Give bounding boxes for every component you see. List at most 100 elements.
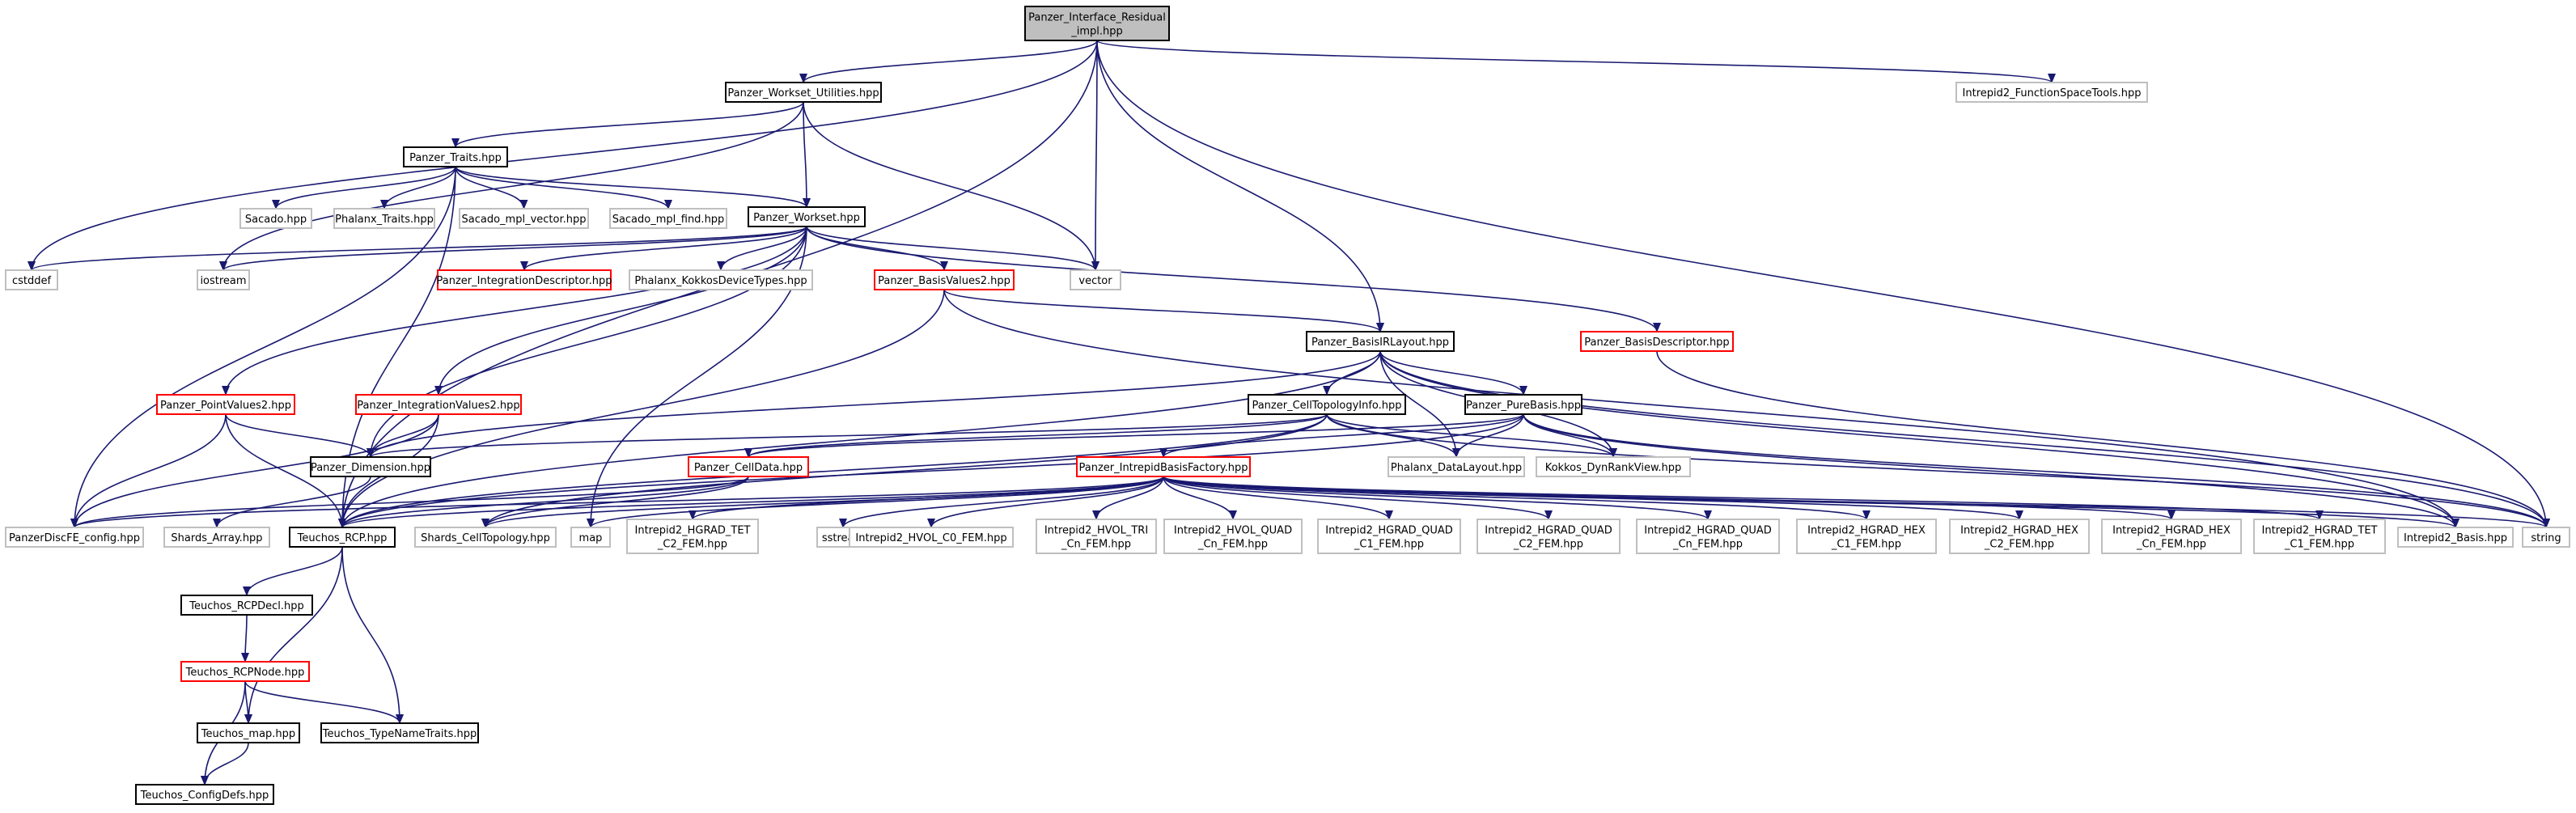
node-map: map bbox=[570, 527, 611, 548]
node-box bbox=[239, 208, 312, 229]
node-label: Panzer_Interface_Residual bbox=[1028, 12, 1166, 24]
edge-cell_topology_info-to-teuchos_rcp bbox=[338, 413, 1328, 528]
edge-basis_factory-to-hgrad_tet_c2 bbox=[688, 476, 1164, 520]
node-box bbox=[289, 527, 396, 548]
node-label: Intrepid2_Basis.hpp bbox=[2404, 532, 2507, 544]
node-label: Phalanx_Traits.hpp bbox=[335, 214, 434, 226]
edge-rcp_decl-to-rcp_node bbox=[241, 614, 250, 663]
node-rcp-decl[interactable]: Teuchos_RCPDecl.hpp bbox=[180, 595, 313, 616]
node-label: Teuchos_RCPNode.hpp bbox=[185, 667, 305, 679]
node-iostream: iostream bbox=[197, 269, 250, 290]
node-basis-values2[interactable]: Panzer_BasisValues2.hpp bbox=[874, 269, 1015, 290]
edge-basis_ir_layout-to-dimension bbox=[366, 350, 1381, 458]
node-sacado: Sacado.hpp bbox=[239, 208, 312, 229]
node-workset-utils[interactable]: Panzer_Workset_Utilities.hpp bbox=[725, 82, 882, 103]
node-box bbox=[333, 208, 435, 229]
node-integration-descriptor[interactable]: Panzer_IntegrationDescriptor.hpp bbox=[437, 269, 612, 290]
node-label: Panzer_IntegrationValues2.hpp bbox=[357, 400, 519, 412]
edge-pure_basis-to-dyn_rank_view bbox=[1523, 413, 1617, 458]
edge-basis_values2-to-teuchos_rcp bbox=[338, 289, 945, 528]
edge-point_values2-to-discfe_config bbox=[70, 413, 227, 528]
node-label: vector bbox=[1078, 275, 1112, 287]
edge-basis_ir_layout-to-data_layout bbox=[1379, 350, 1460, 458]
node-label: Sacado_mpl_vector.hpp bbox=[462, 214, 587, 226]
node-label: Intrepid2_HGRAD_TET bbox=[2262, 525, 2378, 537]
node-box bbox=[414, 527, 557, 548]
node-box bbox=[5, 269, 58, 290]
node-box bbox=[748, 206, 866, 227]
node-hgrad-quad-c1: Intrepid2_HGRAD_QUAD_C1_FEM.hpp bbox=[1317, 519, 1461, 554]
edge-basis_ir_layout-to-pure_basis bbox=[1379, 350, 1527, 396]
node-label: Kokkos_DynRankView.hpp bbox=[1545, 462, 1682, 474]
node-workset[interactable]: Panzer_Workset.hpp bbox=[748, 206, 866, 227]
node-point-values2[interactable]: Panzer_PointValues2.hpp bbox=[156, 394, 295, 415]
node-label: Intrepid2_HGRAD_HEX bbox=[1960, 525, 2078, 537]
node-teuchos-map[interactable]: Teuchos_map.hpp bbox=[197, 722, 300, 743]
node-label: Panzer_CellData.hpp bbox=[694, 462, 803, 474]
edge-workset_utils-to-workset bbox=[802, 101, 811, 208]
node-label: Intrepid2_HVOL_TRI bbox=[1044, 525, 1148, 537]
node-label: Panzer_IntegrationDescriptor.hpp bbox=[437, 275, 612, 287]
node-basis-descriptor[interactable]: Panzer_BasisDescriptor.hpp bbox=[1580, 331, 1734, 352]
edge-basis_factory-to-hgrad_quad_c1 bbox=[1163, 476, 1393, 520]
node-cell-topology-info[interactable]: Panzer_CellTopologyInfo.hpp bbox=[1248, 394, 1406, 415]
node-label: _impl.hpp bbox=[1070, 26, 1123, 38]
edge-basis_factory-to-hgrad_quad_cn bbox=[1163, 476, 1712, 520]
node-box bbox=[1248, 394, 1406, 415]
node-label: Teuchos_RCP.hpp bbox=[297, 532, 388, 544]
node-root[interactable]: Panzer_Interface_Residual _impl.hpp bbox=[1024, 6, 1170, 41]
node-cell-data[interactable]: Panzer_CellData.hpp bbox=[688, 456, 809, 477]
node-label: cstddef bbox=[12, 275, 52, 287]
node-label: string bbox=[2531, 532, 2561, 544]
node-basis-ir-layout[interactable]: Panzer_BasisIRLayout.hpp bbox=[1306, 331, 1455, 352]
node-sacado-mpl-vector: Sacado_mpl_vector.hpp bbox=[459, 208, 589, 229]
edge-root-to-function_space_tools bbox=[1096, 40, 2056, 83]
edge-cell_topology_info-to-cell_data bbox=[744, 413, 1328, 458]
edge-traits-to-sacado bbox=[272, 166, 456, 210]
node-label: Panzer_PureBasis.hpp bbox=[1466, 400, 1581, 412]
node-label: Intrepid2_HVOL_QUAD bbox=[1174, 525, 1292, 537]
node-label: Intrepid2_HGRAD_HEX bbox=[1807, 525, 1926, 537]
edge-pure_basis-to-cell_data bbox=[744, 413, 1524, 458]
node-kokkos-device-types: Phalanx_KokkosDeviceTypes.hpp bbox=[629, 269, 813, 290]
node-type-name-traits[interactable]: Teuchos_TypeNameTraits.hpp bbox=[320, 722, 479, 743]
edge-traits-to-sacado_mpl_find bbox=[455, 166, 672, 210]
node-box bbox=[2522, 527, 2570, 548]
node-pure-basis[interactable]: Panzer_PureBasis.hpp bbox=[1464, 394, 1582, 415]
edge-basis_factory-to-string bbox=[1163, 476, 2550, 528]
node-traits[interactable]: Panzer_Traits.hpp bbox=[403, 146, 508, 167]
node-label: map bbox=[579, 532, 603, 544]
node-phalanx-traits: Phalanx_Traits.hpp bbox=[333, 208, 435, 229]
node-box bbox=[197, 269, 250, 290]
node-label: _C2_FEM.hpp bbox=[1513, 539, 1583, 551]
edge-root-to-vector bbox=[1091, 40, 1100, 271]
node-hgrad-hex-c2: Intrepid2_HGRAD_HEX_C2_FEM.hpp bbox=[1949, 519, 2090, 554]
node-box bbox=[570, 527, 611, 548]
node-box bbox=[874, 269, 1015, 290]
edge-basis_values2-to-basis_ir_layout bbox=[943, 289, 1384, 332]
edge-pure_basis-to-intrepid2_basis bbox=[1523, 413, 2459, 528]
node-rcp-node[interactable]: Teuchos_RCPNode.hpp bbox=[180, 661, 310, 682]
node-teuchos-rcp[interactable]: Teuchos_RCP.hpp bbox=[289, 527, 396, 548]
node-box bbox=[609, 208, 727, 229]
edge-workset-to-kokkos_device_types bbox=[717, 226, 807, 271]
node-box bbox=[1163, 519, 1303, 554]
node-integration-values2[interactable]: Panzer_IntegrationValues2.hpp bbox=[355, 394, 522, 415]
node-basis-factory[interactable]: Panzer_IntrepidBasisFactory.hpp bbox=[1076, 456, 1251, 477]
node-box bbox=[2253, 519, 2386, 554]
node-box bbox=[1076, 456, 1251, 477]
node-dyn-rank-view: Kokkos_DynRankView.hpp bbox=[1536, 456, 1691, 477]
node-label: Panzer_PointValues2.hpp bbox=[160, 400, 291, 412]
node-dimension[interactable]: Panzer_Dimension.hpp bbox=[310, 456, 431, 477]
node-config-defs[interactable]: Teuchos_ConfigDefs.hpp bbox=[135, 784, 274, 805]
node-string: string bbox=[2522, 527, 2570, 548]
edge-cell_topology_info-to-string bbox=[1326, 413, 2550, 528]
node-label: Panzer_BasisDescriptor.hpp bbox=[1584, 337, 1729, 349]
node-box bbox=[1306, 331, 1455, 352]
node-box bbox=[2101, 519, 2242, 554]
edge-point_values2-to-dimension bbox=[225, 413, 375, 458]
node-label: _Cn_FEM.hpp bbox=[1197, 539, 1268, 551]
node-hgrad-tet-c1: Intrepid2_HGRAD_TET_C1_FEM.hpp bbox=[2253, 519, 2386, 554]
node-label: Shards_CellTopology.hpp bbox=[421, 532, 550, 544]
node-label: Intrepid2_FunctionSpaceTools.hpp bbox=[1963, 87, 2142, 100]
